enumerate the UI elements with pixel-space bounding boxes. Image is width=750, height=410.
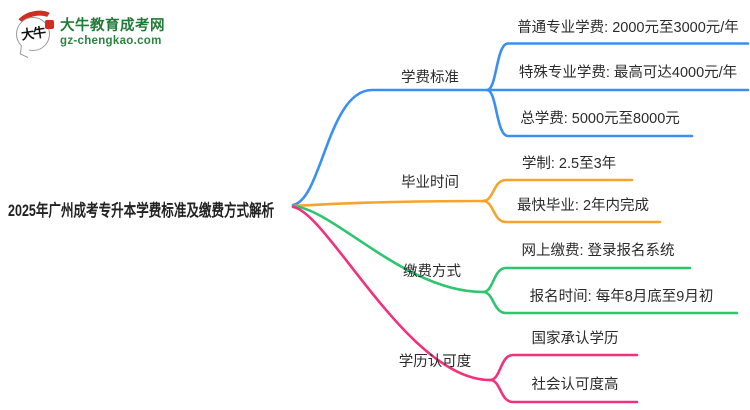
branch-graduation-connector	[291, 178, 662, 224]
leaf-study-duration: 学制: 2.5至3年	[521, 156, 617, 172]
leaf-state-recognized: 国家承认学历	[531, 331, 619, 347]
leaf-fastest-graduation: 最快毕业: 2年内完成	[516, 198, 650, 214]
leaf-online-payment: 网上缴费: 登录报名系统	[521, 243, 675, 259]
brand-name: 大牛教育成考网	[60, 17, 165, 34]
branch-label-payment: 缴费方式	[403, 264, 461, 280]
daniu-speech-bubble-icon: 大牛	[12, 6, 60, 59]
branch-fee-connector	[291, 42, 750, 207]
branch-label-fee: 学费标准	[401, 70, 459, 86]
brand-url: gz-chengkao.com	[60, 34, 162, 47]
branch-recognition-connector	[291, 205, 639, 404]
leaf-social-recognition: 社会认可度高	[531, 377, 619, 393]
branch-label-graduation: 毕业时间	[401, 175, 459, 191]
site-logo[interactable]: 大牛 大牛教育成考网 gz-chengkao.com	[12, 6, 165, 59]
leaf-normal-major-fee: 普通专业学费: 2000元至3000元/年	[517, 20, 739, 36]
branch-payment-connector	[291, 204, 739, 315]
brand-block: 大牛教育成考网 gz-chengkao.com	[60, 17, 165, 48]
branch-label-recognition: 学历认可度	[398, 354, 472, 370]
leaf-total-fee: 总学费: 5000元至8000元	[520, 111, 680, 127]
logo-red-seal	[45, 20, 54, 29]
leaf-registration-time: 报名时间: 每年8月底至9月初	[529, 289, 714, 305]
leaf-special-major-fee: 特殊专业学费: 最高可达4000元/年	[518, 65, 738, 81]
central-topic: 2025年广州成考专升本学费标准及缴费方式解析	[8, 202, 275, 220]
